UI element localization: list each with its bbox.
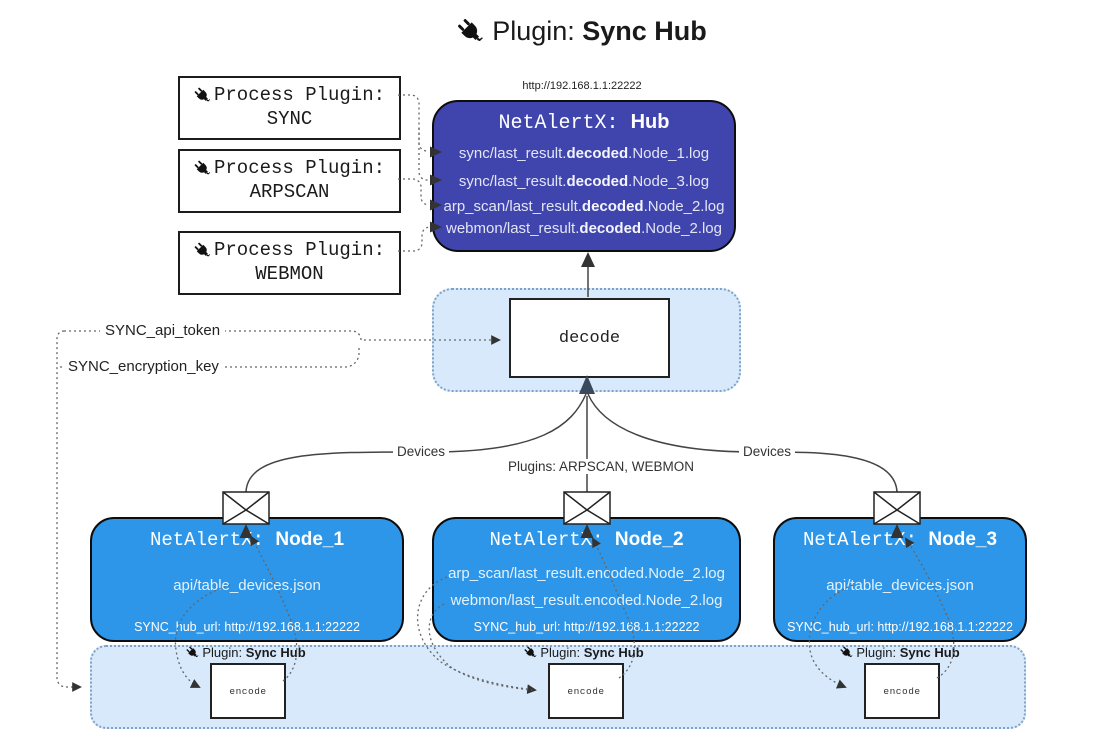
plug-icon: [190, 157, 214, 181]
plug-icon: [190, 239, 214, 263]
process-plugin-name: ARPSCAN: [249, 181, 330, 204]
process-plugin-webmon-box: Process Plugin: WEBMON: [178, 231, 401, 295]
hub-log-line: arp_scan/last_result.decoded.Node_2.log: [443, 198, 725, 215]
node-file-line: webmon/last_result.encoded.Node_2.log: [450, 592, 723, 609]
decode-box: decode: [509, 298, 670, 378]
process-plugin-label: Process Plugin:: [213, 239, 386, 262]
hub-log-line: sync/last_result.decoded.Node_1.log: [458, 145, 710, 162]
devices-left-label: Devices: [393, 444, 450, 459]
hub-log-line: sync/last_result.decoded.Node_3.log: [458, 173, 710, 190]
hub-log-line: webmon/last_result.decoded.Node_2.log: [446, 220, 722, 237]
encoder-label: Plugin: Sync Hub: [509, 645, 659, 660]
encoder-label: Plugin: Sync Hub: [171, 645, 321, 660]
process-plugin-label: Process Plugin:: [213, 84, 386, 107]
encoder-label: Plugin: Sync Hub: [825, 645, 975, 660]
plug-icon: [452, 12, 490, 50]
node-hub-url: SYNC_hub_url: http://192.168.1.1:22222: [473, 620, 700, 634]
process-plugin-label: Process Plugin:: [213, 157, 386, 180]
sync-api-token-label: SYNC_api_token: [100, 322, 226, 339]
process-plugin-name: SYNC: [266, 108, 313, 131]
node-3-box: NetAlertX: Node_3 api/table_devices.json…: [773, 517, 1027, 642]
encode-box: encode: [864, 663, 940, 719]
node-hub-url: SYNC_hub_url: http://192.168.1.1:22222: [787, 620, 1013, 634]
node-file-line: api/table_devices.json: [173, 577, 321, 594]
sync-encryption-key-label: SYNC_encryption_key: [63, 358, 224, 375]
process-plugin-sync-box: Process Plugin: SYNC: [178, 76, 401, 140]
hub-title: NetAlertX: Hub: [498, 111, 670, 135]
node-2-box: NetAlertX: Node_2 arp_scan/last_result.e…: [432, 517, 741, 642]
process-plugin-arpscan-box: Process Plugin: ARPSCAN: [178, 149, 401, 213]
node-file-line: arp_scan/last_result.encoded.Node_2.log: [448, 565, 725, 582]
node-title: NetAlertX: Node_1: [149, 529, 345, 551]
node-title: NetAlertX: Node_2: [489, 529, 684, 551]
plugins-mid-label: Plugins: ARPSCAN, WEBMON: [504, 459, 699, 474]
hub-url-label: http://192.168.1.1:22222: [522, 80, 642, 92]
node-file-line: api/table_devices.json: [826, 577, 974, 594]
page-title: Plugin: Sync Hub: [402, 16, 762, 47]
plug-icon: [190, 84, 214, 108]
hub-box: NetAlertX: Hub sync/last_result.decoded.…: [432, 100, 736, 252]
plug-icon: [522, 643, 540, 661]
process-plugin-name: WEBMON: [255, 263, 324, 286]
node-hub-url: SYNC_hub_url: http://192.168.1.1:22222: [134, 620, 360, 634]
node-to-decode-edges: [245, 375, 898, 493]
devices-right-label: Devices: [739, 444, 796, 459]
plug-icon: [838, 643, 856, 661]
node-title: NetAlertX: Node_3: [802, 529, 998, 551]
encode-box: encode: [210, 663, 286, 719]
title-text: Plugin: Sync Hub: [492, 16, 707, 46]
plug-icon: [184, 643, 202, 661]
node-1-box: NetAlertX: Node_1 api/table_devices.json…: [90, 517, 404, 642]
encode-box: encode: [548, 663, 624, 719]
